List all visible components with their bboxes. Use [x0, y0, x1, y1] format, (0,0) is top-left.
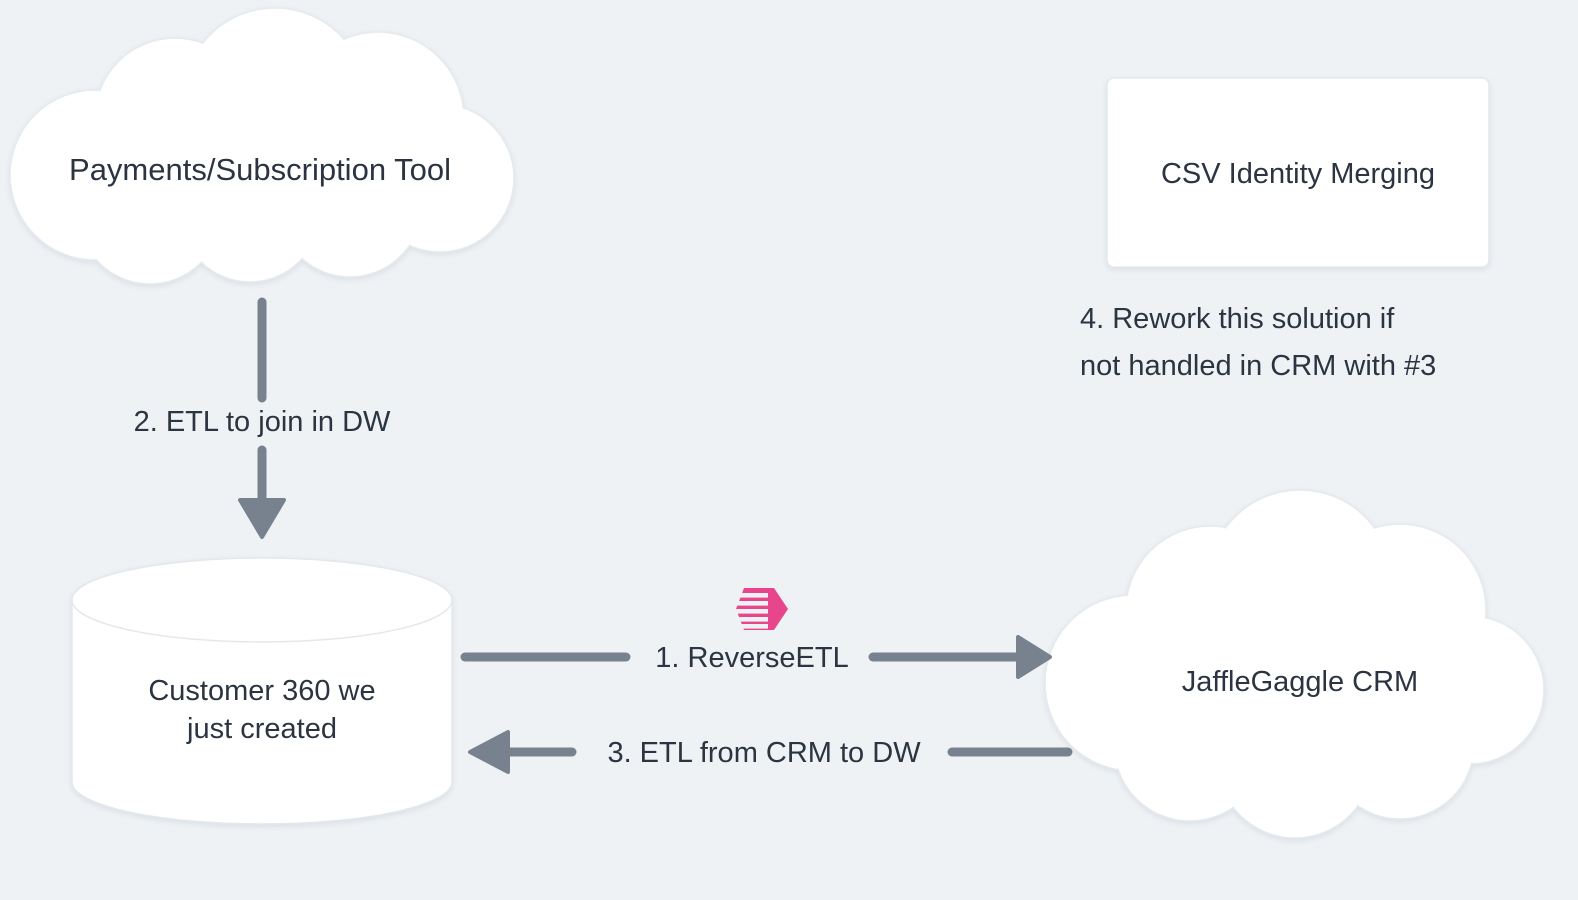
hightouch-hexagon-icon	[732, 588, 788, 630]
edge-3-etl-from-crm-to-dw[interactable]	[468, 730, 1073, 774]
node-jafflegaggle-crm[interactable]	[1044, 489, 1545, 839]
edge-2-etl-to-join-in-dw[interactable]	[238, 297, 286, 539]
node-csv-identity-merging[interactable]	[1106, 77, 1490, 268]
node-customer-360-warehouse[interactable]	[71, 557, 453, 825]
annotation-rework-note: 4. Rework this solution if not handled i…	[1080, 303, 1437, 382]
node-payments-tool[interactable]	[9, 7, 515, 285]
edge-1-reverseetl[interactable]	[460, 635, 1052, 679]
